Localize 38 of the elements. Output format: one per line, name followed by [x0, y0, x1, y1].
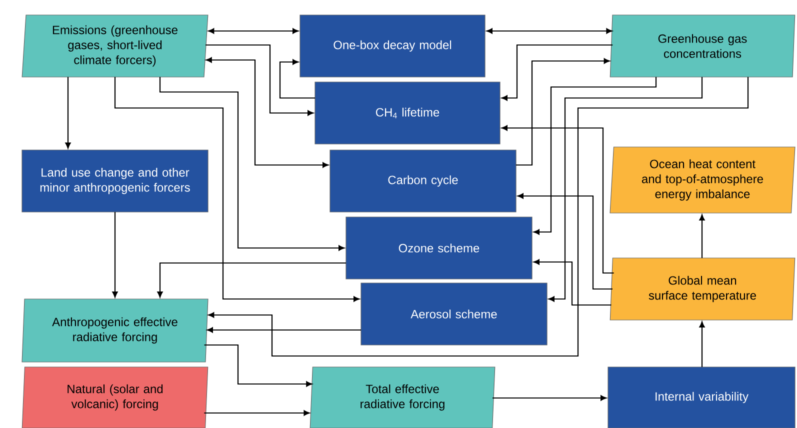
parallelogram-box: Total effective radiative forcing: [310, 366, 496, 428]
arrow: [501, 125, 614, 274]
process-box: Carbon cycle: [330, 150, 516, 212]
arrow: [501, 44, 613, 101]
process-box: Aerosol scheme: [360, 282, 548, 346]
arrow: [548, 77, 703, 302]
parallelogram-box: Emissions (greenhouse gases, short-lived climate forcers): [22, 14, 208, 78]
arrow: [208, 77, 749, 357]
parallelogram-box: Natural (solar and volcanic) forcing: [22, 366, 208, 428]
arrow: [206, 57, 329, 168]
arrow: [208, 28, 299, 34]
arrow: [516, 58, 610, 166]
arrow: [206, 327, 361, 333]
process-box: CH$_{4}$ lifetime: [314, 82, 500, 144]
arrow: [517, 193, 612, 290]
process-box: Ozone scheme: [346, 216, 532, 280]
arrow: [204, 344, 312, 387]
parallelogram-box: Greenhouse gas concentrations: [610, 14, 796, 78]
process-box: Internal variability: [608, 366, 796, 428]
arrow: [206, 44, 314, 116]
arrow: [279, 59, 315, 99]
arrow: [157, 262, 346, 298]
arrow: [492, 395, 607, 401]
arrow: [159, 77, 345, 251]
arrow: [699, 214, 705, 258]
parallelogram-box: Anthropogenic effective radiative forcing: [22, 298, 208, 362]
arrow: [65, 77, 71, 149]
process-box: One-box decay model: [300, 14, 486, 78]
arrow: [204, 410, 310, 416]
arrow: [112, 212, 118, 298]
arrow: [699, 321, 705, 367]
process-box: Land use change and other minor anthropogenic forcers: [22, 150, 208, 212]
arrow: [114, 77, 360, 302]
arrow: [533, 77, 657, 235]
arrow: [486, 28, 612, 34]
parallelogram-box: Ocean heat content and top-of-atmosphere energy imbalance: [610, 146, 796, 214]
parallelogram-box: Global mean surface temperature: [610, 258, 796, 320]
arrow: [533, 259, 612, 306]
